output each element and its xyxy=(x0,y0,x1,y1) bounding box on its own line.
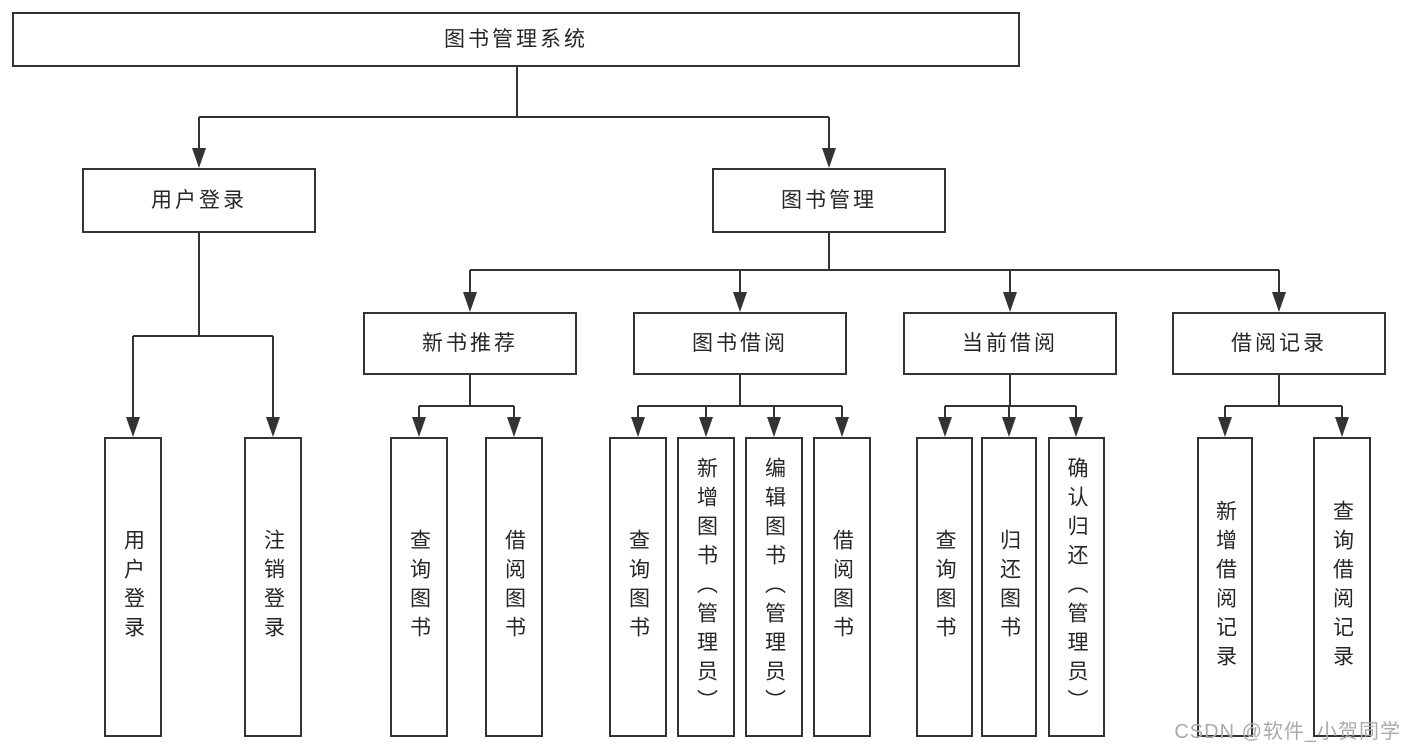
leaf-current-confirm-return-admin-label: 确认归还（管理员） xyxy=(1065,456,1088,718)
node-user-login-label: 用户登录 xyxy=(151,189,247,212)
leaf-records-query-borrow-record-label: 查询借阅记录 xyxy=(1330,500,1354,674)
leaf-borrowing-add-books-admin-label: 新增图书（管理员） xyxy=(694,456,718,718)
leaf-current-query-books: 查询图书 xyxy=(916,437,973,737)
leaf-recommend-borrow-books-label: 借阅图书 xyxy=(502,529,526,645)
leaf-borrowing-query-books: 查询图书 xyxy=(609,437,667,737)
node-borrowing-records-label: 借阅记录 xyxy=(1231,332,1327,355)
leaf-borrowing-add-books-admin: 新增图书（管理员） xyxy=(677,437,735,737)
node-book-management-label: 图书管理 xyxy=(781,189,877,212)
leaf-current-return-books-label: 归还图书 xyxy=(997,529,1021,645)
arrowheads xyxy=(126,148,1349,437)
node-new-book-recommend: 新书推荐 xyxy=(363,312,577,375)
leaf-logout-login: 注销登录 xyxy=(244,437,302,737)
leaf-recommend-borrow-books: 借阅图书 xyxy=(485,437,543,737)
leaf-recommend-query-books-label: 查询图书 xyxy=(407,529,431,645)
node-book-borrowing: 图书借阅 xyxy=(633,312,847,375)
leaf-records-add-borrow-record-label: 新增借阅记录 xyxy=(1213,500,1237,674)
node-root-label: 图书管理系统 xyxy=(444,28,588,51)
node-root: 图书管理系统 xyxy=(12,12,1020,67)
node-user-login: 用户登录 xyxy=(82,168,316,233)
leaf-borrowing-edit-books-admin: 编辑图书（管理员） xyxy=(745,437,803,737)
node-current-borrowing-label: 当前借阅 xyxy=(962,332,1058,355)
leaf-borrowing-query-books-label: 查询图书 xyxy=(626,529,650,645)
leaf-borrowing-borrow-books-label: 借阅图书 xyxy=(830,529,854,645)
leaf-recommend-query-books: 查询图书 xyxy=(390,437,448,737)
node-new-book-recommend-label: 新书推荐 xyxy=(422,332,518,355)
node-book-management: 图书管理 xyxy=(712,168,946,233)
node-book-borrowing-label: 图书借阅 xyxy=(692,332,788,355)
node-current-borrowing: 当前借阅 xyxy=(903,312,1117,375)
leaf-user-login: 用户登录 xyxy=(104,437,162,737)
leaf-current-confirm-return-admin: 确认归还（管理员） xyxy=(1048,437,1105,737)
leaf-records-add-borrow-record: 新增借阅记录 xyxy=(1197,437,1253,737)
node-borrowing-records: 借阅记录 xyxy=(1172,312,1386,375)
leaf-current-return-books: 归还图书 xyxy=(981,437,1037,737)
leaf-borrowing-edit-books-admin-label: 编辑图书（管理员） xyxy=(762,456,786,718)
leaf-logout-login-label: 注销登录 xyxy=(261,529,285,645)
leaf-borrowing-borrow-books: 借阅图书 xyxy=(813,437,871,737)
leaf-user-login-label: 用户登录 xyxy=(121,529,145,645)
watermark: CSDN @软件_小贺同学 xyxy=(1174,721,1401,743)
leaf-current-query-books-label: 查询图书 xyxy=(933,529,956,645)
leaf-records-query-borrow-record: 查询借阅记录 xyxy=(1313,437,1371,737)
